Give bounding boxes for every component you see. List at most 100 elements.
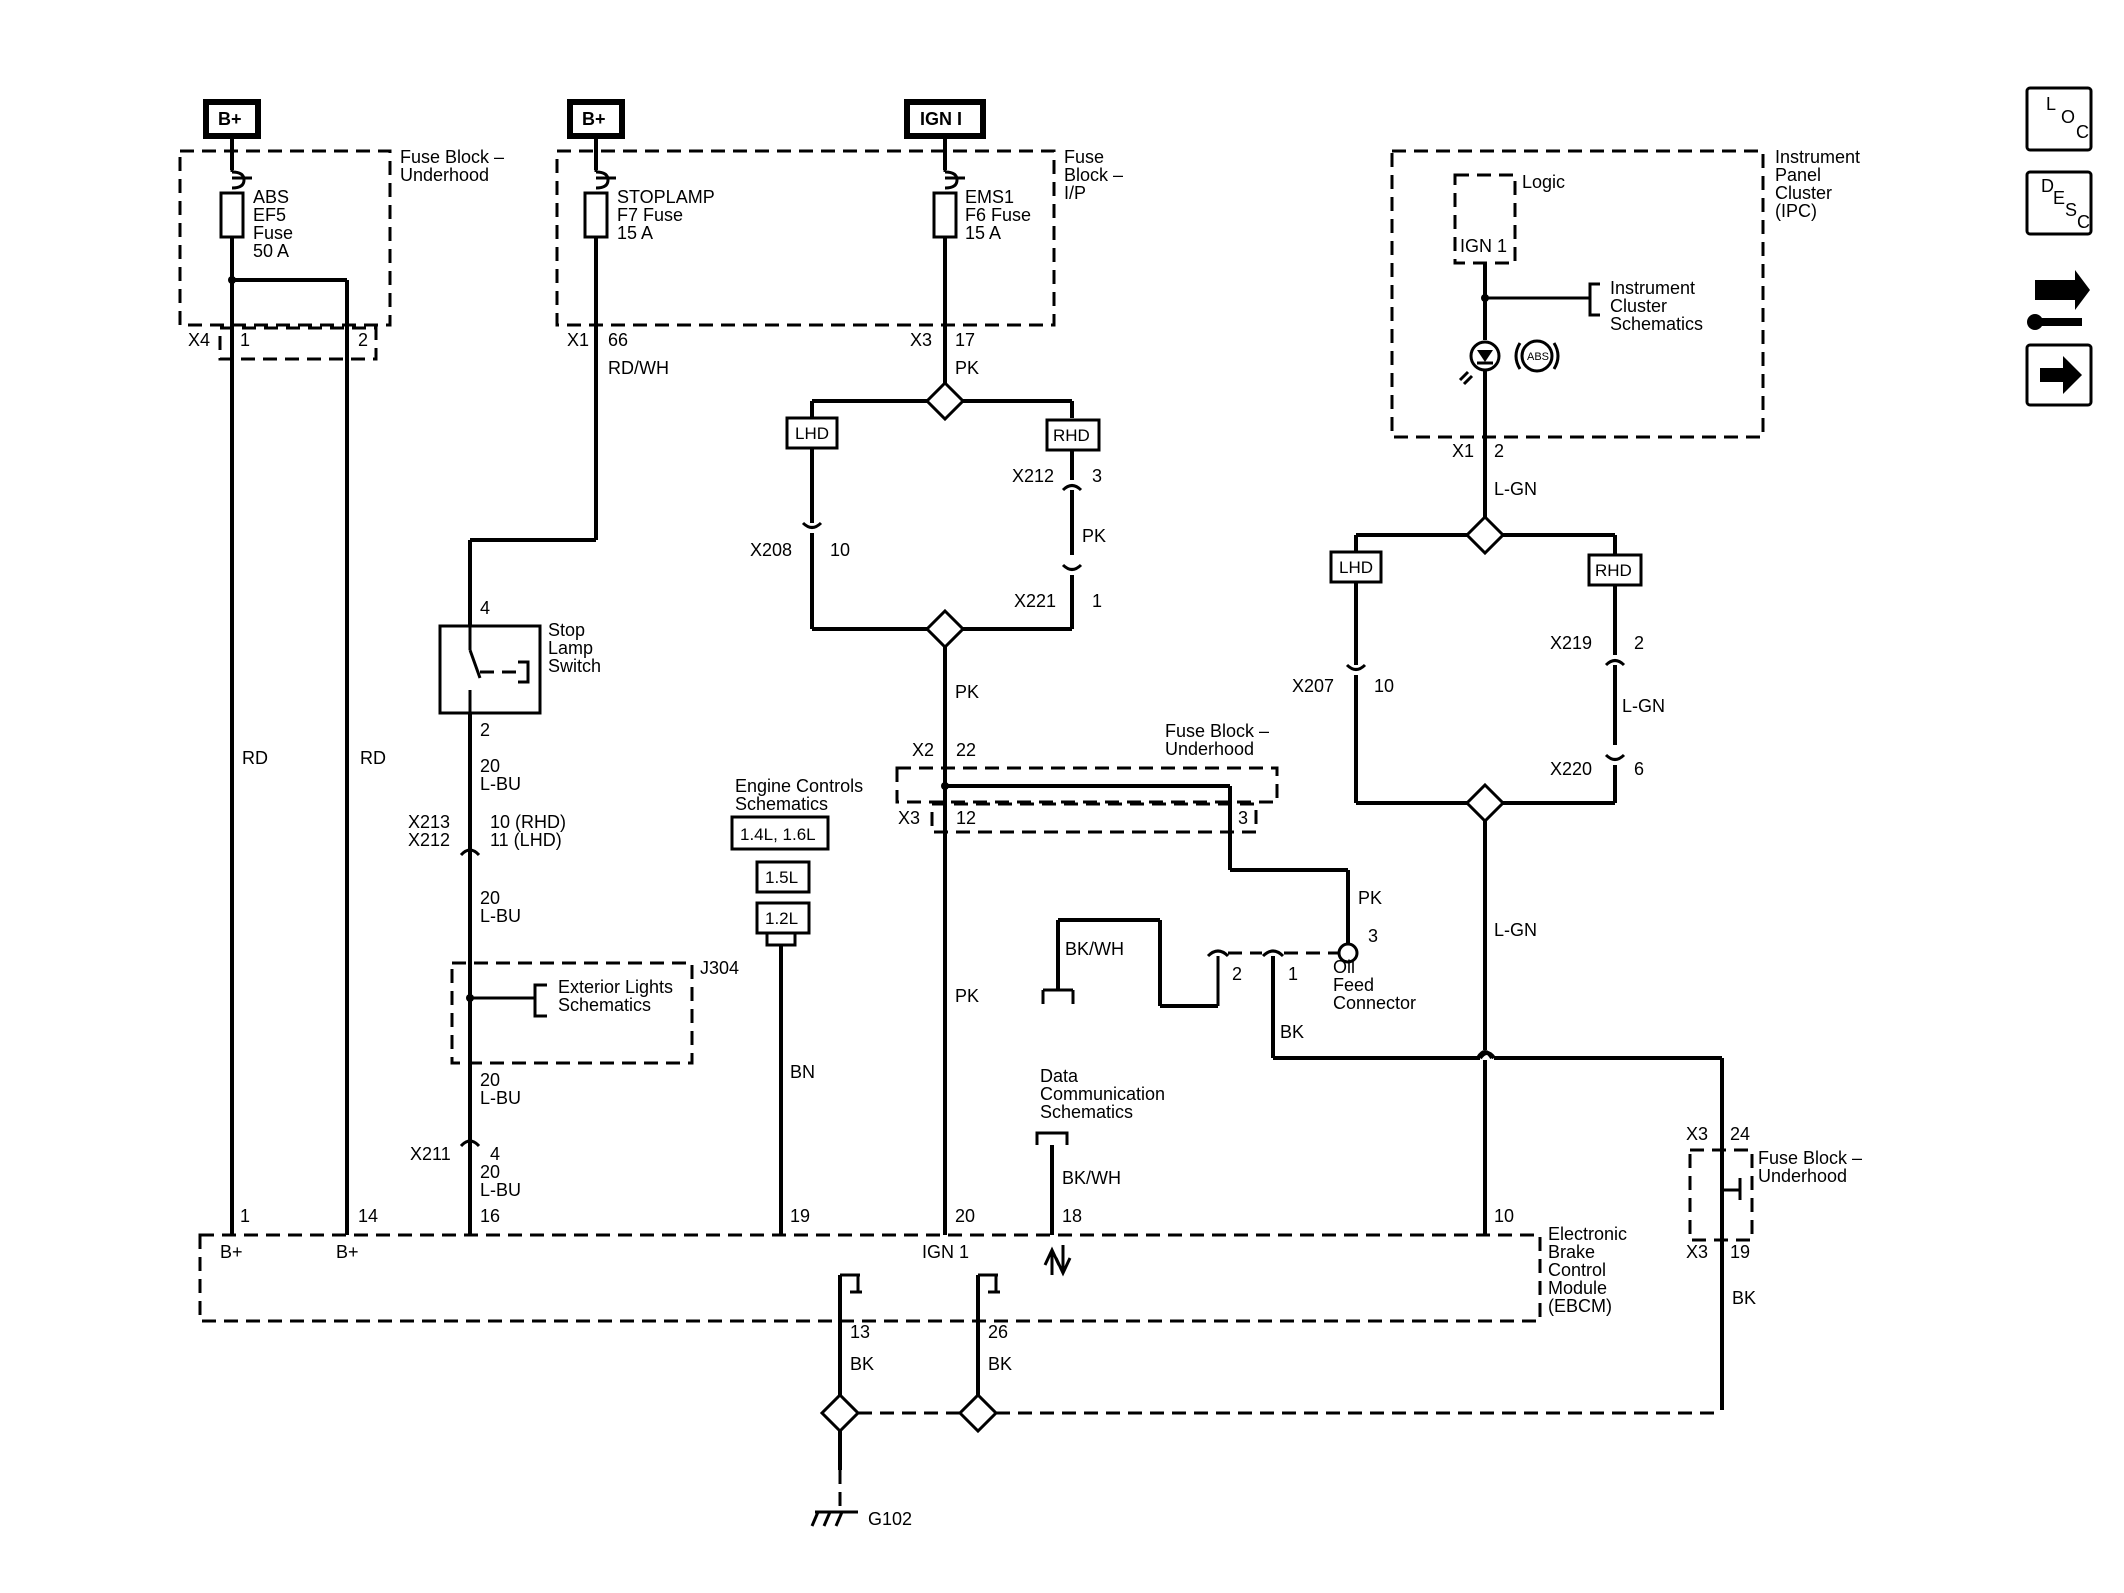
label-line: Data: [1040, 1066, 1079, 1086]
ign-source: IGN I: [904, 99, 986, 170]
label-line: Switch: [548, 656, 601, 676]
svg-text:G102: G102: [868, 1509, 912, 1529]
right-fuse-terminal: [1720, 1178, 1742, 1410]
svg-text:26: 26: [988, 1322, 1008, 1342]
svg-text:2: 2: [1232, 964, 1242, 984]
svg-text:4: 4: [480, 598, 490, 618]
oil-feed-connector: [1041, 918, 1724, 1190]
svg-text:10: 10: [1494, 1206, 1514, 1226]
ebcm-box: [198, 1233, 1542, 1323]
svg-text:19: 19: [790, 1206, 810, 1226]
svg-text:20: 20: [480, 1162, 500, 1182]
svg-text:20: 20: [955, 1206, 975, 1226]
svg-text:RHD: RHD: [1053, 426, 1090, 445]
svg-text:24: 24: [1730, 1124, 1750, 1144]
label-line: Panel: [1775, 165, 1821, 185]
oil-feed-wire: [941, 782, 1359, 964]
desc-button[interactable]: D E S C: [2025, 170, 2093, 236]
label-line: STOPLAMP: [617, 187, 715, 207]
svg-text:6: 6: [1634, 759, 1644, 779]
engine-variant-2: [755, 860, 811, 894]
desc-E: E: [2053, 188, 2065, 208]
stop-lamp-switch-contacts: [468, 626, 530, 713]
bplus-source-1: B+: [203, 99, 261, 170]
svg-text:RD: RD: [242, 748, 268, 768]
label-line: Underhood: [1758, 1166, 1847, 1186]
svg-text:LHD: LHD: [1339, 558, 1373, 577]
label-line: Fuse Block –: [1165, 721, 1269, 741]
svg-text:PK: PK: [955, 986, 979, 1006]
svg-text:66: 66: [608, 330, 628, 350]
svg-text:1: 1: [240, 1206, 250, 1226]
label-line: Schematics: [735, 794, 828, 814]
svg-text:22: 22: [956, 740, 976, 760]
label-line: Oil: [1333, 957, 1355, 977]
label-line: Engine Controls: [735, 776, 863, 796]
ems1-fuse: [932, 163, 965, 383]
svg-text:X207: X207: [1292, 676, 1334, 696]
label-line: Cluster: [1775, 183, 1832, 203]
label-line: F6 Fuse: [965, 205, 1031, 225]
svg-text:10 (RHD): 10 (RHD): [490, 812, 566, 832]
label-line: Fuse: [253, 223, 293, 243]
label-line: 15 A: [617, 223, 653, 243]
fuse-block-ip-box: [555, 149, 1056, 327]
svg-text:X2: X2: [912, 740, 934, 760]
svg-text:BK/WH: BK/WH: [1065, 939, 1124, 959]
label-line: Communication: [1040, 1084, 1165, 1104]
svg-text:1: 1: [1092, 591, 1102, 611]
label-line: (IPC): [1775, 201, 1817, 221]
engine-variant-1: [730, 815, 830, 851]
svg-text:LHD: LHD: [795, 424, 829, 443]
svg-text:19: 19: [1730, 1242, 1750, 1262]
svg-text:L-GN: L-GN: [1622, 696, 1665, 716]
label-line: Fuse Block –: [400, 147, 504, 167]
fuse-block-underhood-label: Fuse Block –Underhood: [400, 147, 504, 185]
label-line: Underhood: [1165, 739, 1254, 759]
ground-wires: [810, 1273, 1722, 1527]
svg-text:X212: X212: [1012, 466, 1054, 486]
svg-text:X211: X211: [410, 1144, 451, 1164]
svg-text:X221: X221: [1014, 591, 1056, 611]
svg-text:X3: X3: [910, 330, 932, 350]
svg-text:BK: BK: [1280, 1022, 1304, 1042]
svg-text:11 (LHD): 11 (LHD): [490, 830, 562, 850]
label-line: Exterior Lights: [558, 977, 673, 997]
svg-text:BK: BK: [1732, 1288, 1756, 1308]
label-line: F7 Fuse: [617, 205, 683, 225]
desc-C: C: [2077, 212, 2090, 232]
fuse-block-underhood-right-label: Fuse Block –Underhood: [1758, 1148, 1862, 1186]
svg-text:RD/WH: RD/WH: [608, 358, 669, 378]
loc-button[interactable]: L O C: [2025, 86, 2093, 152]
svg-text:B+: B+: [582, 109, 606, 129]
label-line: Control: [1548, 1260, 1606, 1280]
svg-text:20: 20: [480, 756, 500, 776]
svg-text:14: 14: [358, 1206, 378, 1226]
fuse-block-underhood-mid-label: Fuse Block –Underhood: [1165, 721, 1269, 759]
svg-text:PK: PK: [1358, 888, 1382, 908]
ipc-wiring: [1458, 263, 1600, 533]
svg-text:X1: X1: [567, 330, 589, 350]
desc-S: S: [2065, 200, 2077, 220]
connector-repair-icon[interactable]: [2027, 270, 2090, 330]
svg-text:BK/WH: BK/WH: [1062, 1168, 1121, 1188]
svg-text:X4: X4: [188, 330, 210, 350]
data-comm-wire: [1035, 1131, 1072, 1277]
next-arrow-button[interactable]: [2025, 343, 2093, 407]
svg-text:L-GN: L-GN: [1494, 920, 1537, 940]
svg-text:3: 3: [1238, 808, 1248, 828]
svg-text:L-BU: L-BU: [480, 1088, 521, 1108]
label-line: EMS1: [965, 187, 1014, 207]
svg-text:1: 1: [240, 330, 250, 350]
loc-L: L: [2046, 94, 2056, 114]
abs-fuse: [219, 163, 349, 1235]
svg-text:B+: B+: [220, 1242, 243, 1262]
